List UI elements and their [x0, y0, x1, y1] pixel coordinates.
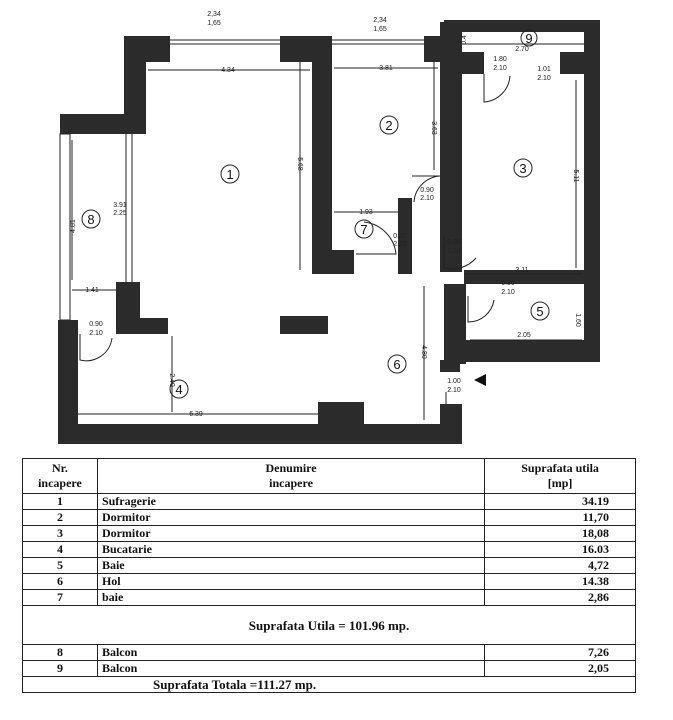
doors	[79, 74, 511, 404]
dim-door7-a: 0.80	[393, 233, 407, 240]
dim-door2-a: 0.90	[420, 187, 434, 194]
dim-room1-width: 4.34	[221, 67, 235, 74]
room-7-marker	[354, 219, 374, 239]
dim-door4-b: 2.10	[89, 330, 103, 337]
dim-room5-width: 2.05	[517, 332, 531, 339]
room-4-label: 4	[175, 382, 182, 397]
dim-room9-small: 0.4	[461, 35, 468, 45]
dimension-texts: 2,34 1,65 2,34 1,65 4.34 5.68 3.81 3.63 …	[70, 11, 581, 418]
header-area: Suprafata utila[mp]	[484, 458, 636, 494]
room-3-marker	[513, 158, 533, 178]
dim-window-1a: 2,34	[207, 11, 221, 18]
room-3-label: 3	[519, 161, 526, 176]
dim-door4-a: 0.90	[89, 321, 103, 328]
dim-window-2b: 1,65	[373, 26, 387, 33]
room-8-marker	[81, 209, 101, 229]
dim-door-9a-a: 1.80	[493, 56, 507, 63]
dim-room8-window-b: 2.25	[113, 210, 127, 217]
dim-entry-b: 2.10	[447, 387, 461, 394]
dim-room7-width: 1.93	[359, 209, 373, 216]
room-2-marker	[379, 115, 399, 135]
room-7-label: 7	[360, 222, 367, 237]
dim-door-9a-b: 2.10	[493, 65, 507, 72]
dim-room9-width: 2.70	[515, 46, 529, 53]
dim-room5-height: 1.60	[574, 313, 581, 327]
room-2-label: 2	[385, 118, 392, 133]
room-labels: 1 2 3 4 5 6 7 8 9	[81, 29, 550, 399]
header-nr: Nr.incapere	[22, 458, 98, 494]
dim-door-9b-a: 1.01	[537, 66, 551, 73]
dim-room2-height: 3.63	[430, 121, 437, 135]
room-8-label: 8	[87, 212, 94, 227]
dim-room3-height: 5.11	[572, 169, 579, 182]
useful-area-row: Suprafata Utila = 101.96 mp.	[22, 605, 636, 645]
useful-area-total: Suprafata Utila = 101.96 mp.	[22, 605, 636, 645]
dim-door3-a: 0.90	[447, 239, 461, 246]
dim-room1-height: 5.68	[296, 157, 303, 171]
room-6-marker	[387, 354, 407, 374]
dim-room4-height: 2.40	[168, 373, 175, 387]
room-5-label: 5	[536, 304, 543, 319]
dim-door7-b: 2.10	[393, 241, 407, 248]
dimension-lines	[71, 62, 582, 420]
room-5-marker	[530, 301, 550, 321]
total-area: Suprafata Totala =111.27 mp.	[22, 676, 636, 693]
room-9-label: 9	[525, 31, 532, 46]
dim-door3-b: 2.10	[447, 248, 461, 255]
room-9-marker	[520, 29, 538, 47]
dim-door5-a: 0.80	[501, 280, 515, 287]
dim-door2-b: 2.10	[420, 195, 434, 202]
dim-room3-width: 3.11	[515, 267, 528, 274]
dim-room4-width: 6.39	[189, 411, 203, 418]
room-1-marker	[220, 164, 240, 184]
room-6-label: 6	[393, 357, 400, 372]
dim-room8-height: 4.81	[70, 219, 77, 233]
dim-door-9b-b: 2.10	[537, 75, 551, 82]
dim-door5-b: 2.10	[501, 289, 515, 296]
dim-window-1b: 1,65	[207, 20, 221, 27]
dim-window-2a: 2,34	[373, 17, 387, 24]
dim-room8-window-a: 3.91	[113, 202, 127, 209]
room-4-marker	[169, 379, 189, 399]
room-1-label: 1	[226, 167, 233, 182]
walls	[58, 20, 600, 444]
floor-plan: 1 2 3 4 5 6 7 8 9 2,34 1,65 2,34 1,65 4.…	[58, 11, 600, 444]
dim-room8-width: 1.41	[85, 287, 99, 294]
dim-entry-a: 1.00	[447, 378, 461, 385]
total-area-row: Suprafata Totala =111.27 mp.	[22, 676, 636, 693]
dim-room6-height: 4.80	[420, 345, 427, 359]
dim-room2-width: 3.81	[379, 65, 393, 72]
